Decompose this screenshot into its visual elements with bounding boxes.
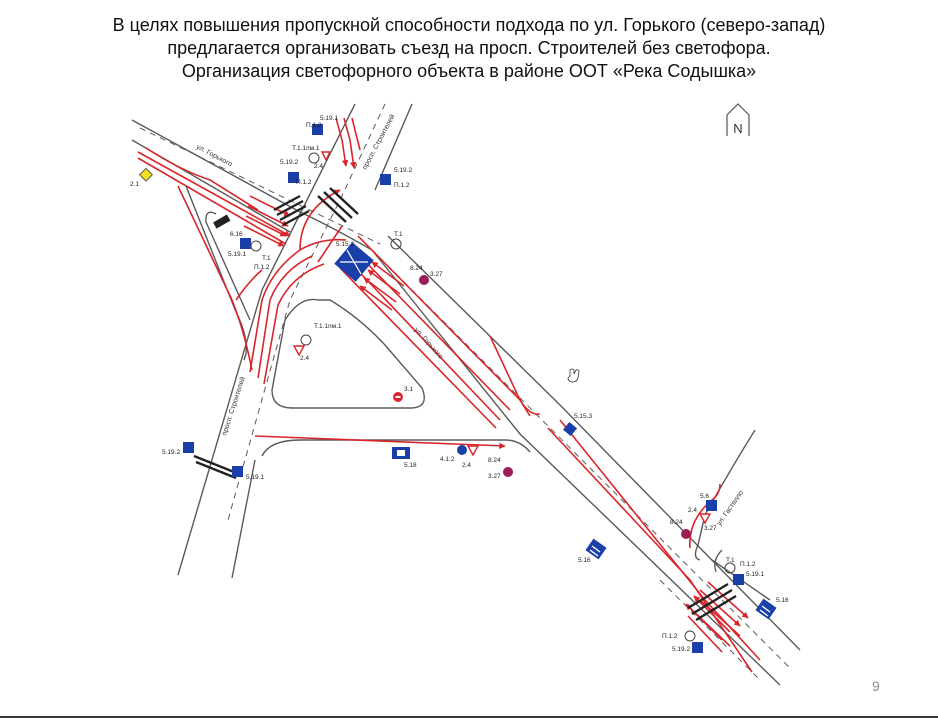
svg-text:П.1.2: П.1.2	[662, 633, 678, 640]
svg-text:Т.1: Т.1	[726, 557, 735, 564]
lane-arrows	[243, 195, 749, 641]
svg-text:8.24: 8.24	[488, 457, 501, 464]
svg-text:5.15.2: 5.15.2	[336, 241, 354, 248]
sign-t-1-1pm-top: Т.1.1пм.1	[292, 145, 320, 164]
sign-2-4-top: 2.4	[314, 151, 332, 170]
svg-text:5.19.1: 5.19.1	[246, 474, 264, 481]
sign-2-1-yield: 2.1	[130, 167, 154, 188]
svg-text:П.1.2: П.1.2	[394, 182, 410, 189]
median-signal-bank	[334, 242, 374, 282]
svg-text:5.15.3: 5.15.3	[574, 413, 592, 420]
svg-text:П.1.2: П.1.2	[254, 264, 270, 271]
street-label-gastello: ул. Гастелло	[716, 489, 745, 527]
sign-5-18: 5.18	[392, 447, 417, 469]
svg-text:N: N	[733, 121, 742, 136]
sign-5-19-2-left-top: 5.19.2 П.1.2	[280, 159, 312, 186]
svg-text:Т.1: Т.1	[262, 255, 271, 262]
page-number: 9	[872, 678, 880, 694]
svg-text:Т.1.1пм.1: Т.1.1пм.1	[314, 323, 342, 330]
svg-text:4.1.2: 4.1.2	[440, 456, 455, 463]
hand-cursor-icon	[567, 368, 580, 383]
svg-text:5.16: 5.16	[776, 597, 789, 604]
svg-text:5.19.2: 5.19.2	[672, 646, 690, 653]
sign-5-19-1-bottom-left: 5.19.1	[232, 466, 264, 481]
slide-heading: В целях повышения пропускной способности…	[0, 14, 938, 83]
svg-text:П.1.2: П.1.2	[296, 179, 312, 186]
svg-text:Т.1.1пм.1: Т.1.1пм.1	[292, 145, 320, 152]
svg-text:6.16: 6.16	[230, 231, 243, 238]
traffic-routes	[137, 117, 761, 673]
sign-5-19-2-right-top: 5.19.2 П.1.2	[380, 167, 412, 189]
svg-text:8.24: 8.24	[670, 519, 683, 526]
crosswalks	[193, 187, 737, 622]
sign-5-15-3: 5.15.3	[562, 413, 592, 437]
svg-text:5.19.1: 5.19.1	[320, 115, 338, 122]
svg-text:2.1: 2.1	[130, 181, 139, 188]
svg-text:5.18: 5.18	[404, 462, 417, 469]
svg-text:П.1.2: П.1.2	[740, 561, 756, 568]
svg-text:5.19.2: 5.19.2	[162, 449, 180, 456]
sign-5-6-gastello: 5.6	[700, 493, 717, 511]
svg-text:П.1.2: П.1.2	[306, 122, 322, 129]
svg-text:8.24: 8.24	[410, 265, 423, 272]
svg-text:5.6: 5.6	[700, 493, 709, 500]
sign-4-1-2-and-2-4: 4.1.2 2.4	[440, 445, 480, 469]
svg-text:2.4: 2.4	[688, 507, 697, 514]
sign-6-16: 6.16	[213, 214, 243, 238]
heading-line-2: предлагается организовать съезд на просп…	[167, 38, 771, 58]
sign-8-24-gastello: 8.24	[670, 519, 691, 539]
north-arrow-icon: N	[726, 103, 750, 136]
sign-5-16-east: 5.16	[755, 597, 789, 620]
svg-text:5.19.2: 5.19.2	[394, 167, 412, 174]
heading-line-1: В целях повышения пропускной способности…	[112, 15, 826, 35]
svg-text:2.4: 2.4	[300, 355, 309, 362]
svg-text:5.19.1: 5.19.1	[746, 571, 764, 578]
svg-text:3.27: 3.27	[704, 525, 717, 532]
svg-text:5.16: 5.16	[578, 557, 591, 564]
svg-text:3.27: 3.27	[430, 271, 443, 278]
svg-text:2.4: 2.4	[314, 163, 323, 170]
sign-p-1-2-5-19-2-south: П.1.2 5.19.2	[662, 630, 703, 653]
sign-8-24-3-27-mid: 8.24 3.27	[488, 457, 513, 480]
sign-t-1-p-1-2-east: Т.1 П.1.2 5.19.1	[724, 557, 764, 585]
sign-5-19-1-top: 5.19.1 П.1.2	[306, 115, 338, 135]
svg-text:Т.1: Т.1	[394, 231, 403, 238]
sign-5-16-mid: 5.16	[578, 538, 607, 564]
sign-3-1-no-entry: 3.1	[393, 386, 413, 402]
bottom-divider	[0, 716, 938, 718]
road-edges	[131, 103, 801, 686]
sign-5-15-2: 5.15.2	[336, 241, 354, 248]
sign-8-24-3-27-top: 8.24 3.27	[410, 265, 443, 285]
sign-t-1-1pm-island: Т.1.1пм.1	[300, 323, 342, 346]
sign-5-19-2-bottom-left: 5.19.2	[162, 442, 194, 456]
sign-5-19-1-left: 5.19.1 Т.1 П.1.2	[228, 238, 271, 271]
sign-2-4-island: 2.4	[292, 345, 309, 362]
heading-line-3: Организация светофорного объекта в район…	[181, 61, 757, 81]
svg-text:5.19.1: 5.19.1	[228, 251, 246, 258]
street-label-stroiteley-top: просп. Строителей	[361, 113, 397, 171]
svg-text:2.4: 2.4	[462, 462, 471, 469]
svg-text:3.27: 3.27	[488, 473, 501, 480]
svg-text:5.19.2: 5.19.2	[280, 159, 298, 166]
sign-t-1-right: Т.1	[390, 231, 403, 250]
street-label-gorkogo-mid: ул. Горького	[413, 327, 445, 361]
svg-text:3.1: 3.1	[404, 386, 413, 393]
sign-2-4-3-27-gastello: 2.4 3.27	[688, 507, 717, 532]
